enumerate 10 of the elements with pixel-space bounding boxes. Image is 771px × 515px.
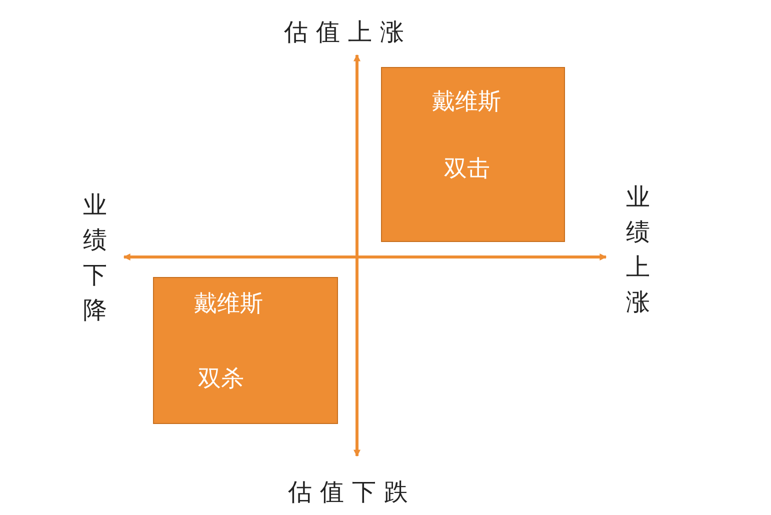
axis-label: 估值上涨 <box>284 17 412 48</box>
quadrant-box <box>381 67 565 242</box>
quadrant-box <box>153 277 338 424</box>
box-heading: 戴维斯 <box>194 290 263 319</box>
axis-label: 业绩下降 <box>82 190 108 326</box>
axis-label: 估值下跌 <box>288 477 416 508</box>
axis-label: 业绩上涨 <box>625 182 651 318</box>
box-heading: 戴维斯 <box>432 88 501 117</box>
box-text: 双杀 <box>198 365 244 394</box>
box-text: 双击 <box>444 155 490 184</box>
